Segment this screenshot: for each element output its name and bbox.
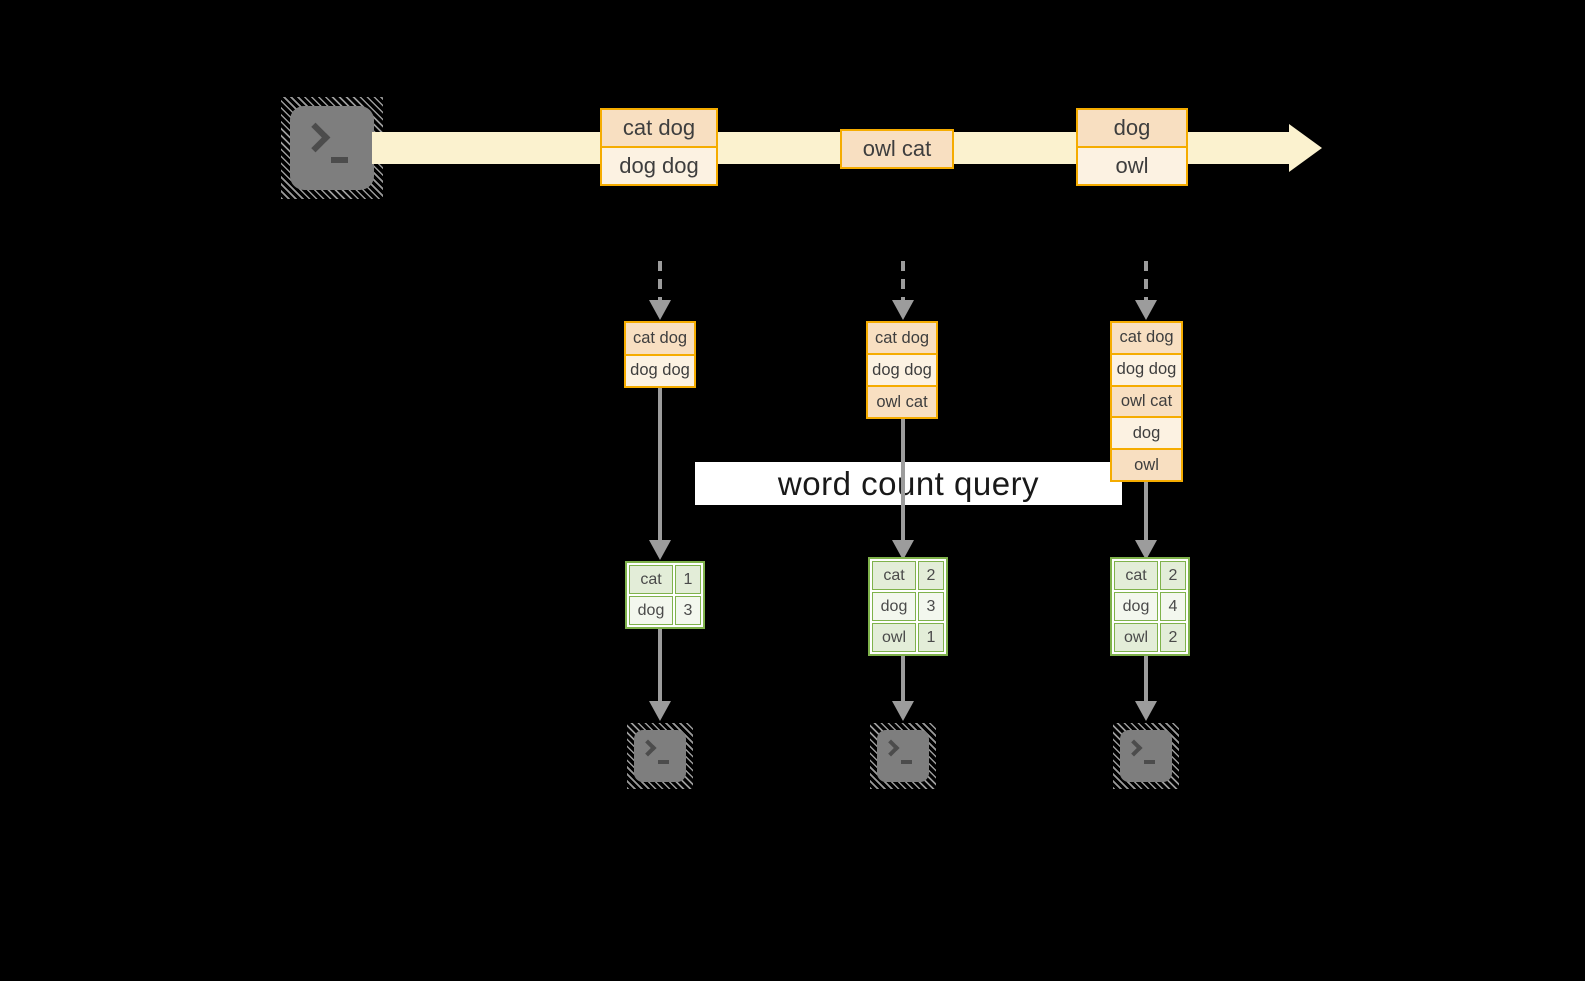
buffer-line: cat dog <box>1112 323 1181 353</box>
stream-arrowhead-icon <box>1289 124 1322 172</box>
buffer-line: owl cat <box>1112 386 1181 417</box>
buffer-stack: cat dog dog dog <box>624 321 696 388</box>
buffer-line: dog dog <box>868 355 936 385</box>
buffer-stack: cat dog dog dog owl cat <box>866 321 938 419</box>
stream-message-line: dog dog <box>602 148 716 184</box>
stream-message-box: cat dog dog dog <box>600 108 718 186</box>
count-table: cat 1 dog 3 <box>625 561 705 629</box>
ingest-arrowhead-icon <box>892 300 914 320</box>
count-table: cat 2 dog 4 owl 2 <box>1110 557 1190 656</box>
sink-terminal-icon <box>627 723 693 789</box>
sink-terminal-icon <box>870 723 936 789</box>
stream-message-box: dog owl <box>1076 108 1188 186</box>
prompt-underscore-icon <box>658 760 669 764</box>
ingest-arrowhead-icon <box>649 300 671 320</box>
query-flow-arrowhead-icon <box>1135 540 1157 560</box>
query-flow-line <box>658 388 662 542</box>
stream-message-line: cat dog <box>602 110 716 146</box>
stream-message-box: owl cat <box>840 129 954 169</box>
buffer-line: cat dog <box>868 323 936 353</box>
word-cell: dog <box>1114 592 1158 621</box>
stream-message-line: dog <box>1078 110 1186 146</box>
prompt-underscore-icon <box>901 760 912 764</box>
count-cell: 2 <box>1160 561 1186 590</box>
terminal-body <box>877 730 929 782</box>
query-label: word count query <box>777 464 1040 502</box>
query-flow-line <box>1144 482 1148 542</box>
query-banner: word count query <box>695 462 1122 505</box>
word-cell: dog <box>629 596 673 625</box>
query-flow-line <box>901 419 905 542</box>
count-cell: 2 <box>918 561 944 590</box>
query-flow-arrowhead-icon <box>892 540 914 560</box>
sink-flow-line <box>901 655 905 703</box>
ingest-arrowhead-icon <box>1135 300 1157 320</box>
count-cell: 1 <box>918 623 944 652</box>
count-cell: 2 <box>1160 623 1186 652</box>
count-cell: 3 <box>918 592 944 621</box>
buffer-line: owl cat <box>868 387 936 417</box>
sink-flow-line <box>1144 655 1148 703</box>
source-terminal-icon <box>281 97 383 199</box>
buffer-line: cat dog <box>626 323 694 354</box>
prompt-underscore-icon <box>1144 760 1155 764</box>
word-cell: cat <box>1114 561 1158 590</box>
sink-terminal-icon <box>1113 723 1179 789</box>
count-cell: 3 <box>675 596 701 625</box>
word-cell: owl <box>872 623 916 652</box>
sink-flow-line <box>658 628 662 703</box>
buffer-line: dog <box>1112 418 1181 449</box>
ingest-dashed-line <box>658 261 662 301</box>
word-cell: cat <box>872 561 916 590</box>
terminal-body <box>290 106 374 190</box>
query-flow-arrowhead-icon <box>649 540 671 560</box>
buffer-stack: cat dog dog dog owl cat dog owl <box>1110 321 1183 482</box>
ingest-dashed-line <box>901 261 905 301</box>
prompt-underscore-icon <box>331 157 348 163</box>
terminal-body <box>1120 730 1172 782</box>
word-cell: dog <box>872 592 916 621</box>
stream-message-line: owl <box>1078 148 1186 184</box>
sink-flow-arrowhead-icon <box>1135 701 1157 721</box>
count-cell: 1 <box>675 565 701 594</box>
sink-flow-arrowhead-icon <box>892 701 914 721</box>
word-cell: cat <box>629 565 673 594</box>
word-cell: owl <box>1114 623 1158 652</box>
count-table: cat 2 dog 3 owl 1 <box>868 557 948 656</box>
stream-message-line: owl cat <box>842 131 952 167</box>
count-cell: 4 <box>1160 592 1186 621</box>
buffer-line: owl <box>1112 450 1181 480</box>
sink-flow-arrowhead-icon <box>649 701 671 721</box>
buffer-line: dog dog <box>626 355 694 386</box>
ingest-dashed-line <box>1144 261 1148 301</box>
buffer-line: dog dog <box>1112 354 1181 385</box>
terminal-body <box>634 730 686 782</box>
